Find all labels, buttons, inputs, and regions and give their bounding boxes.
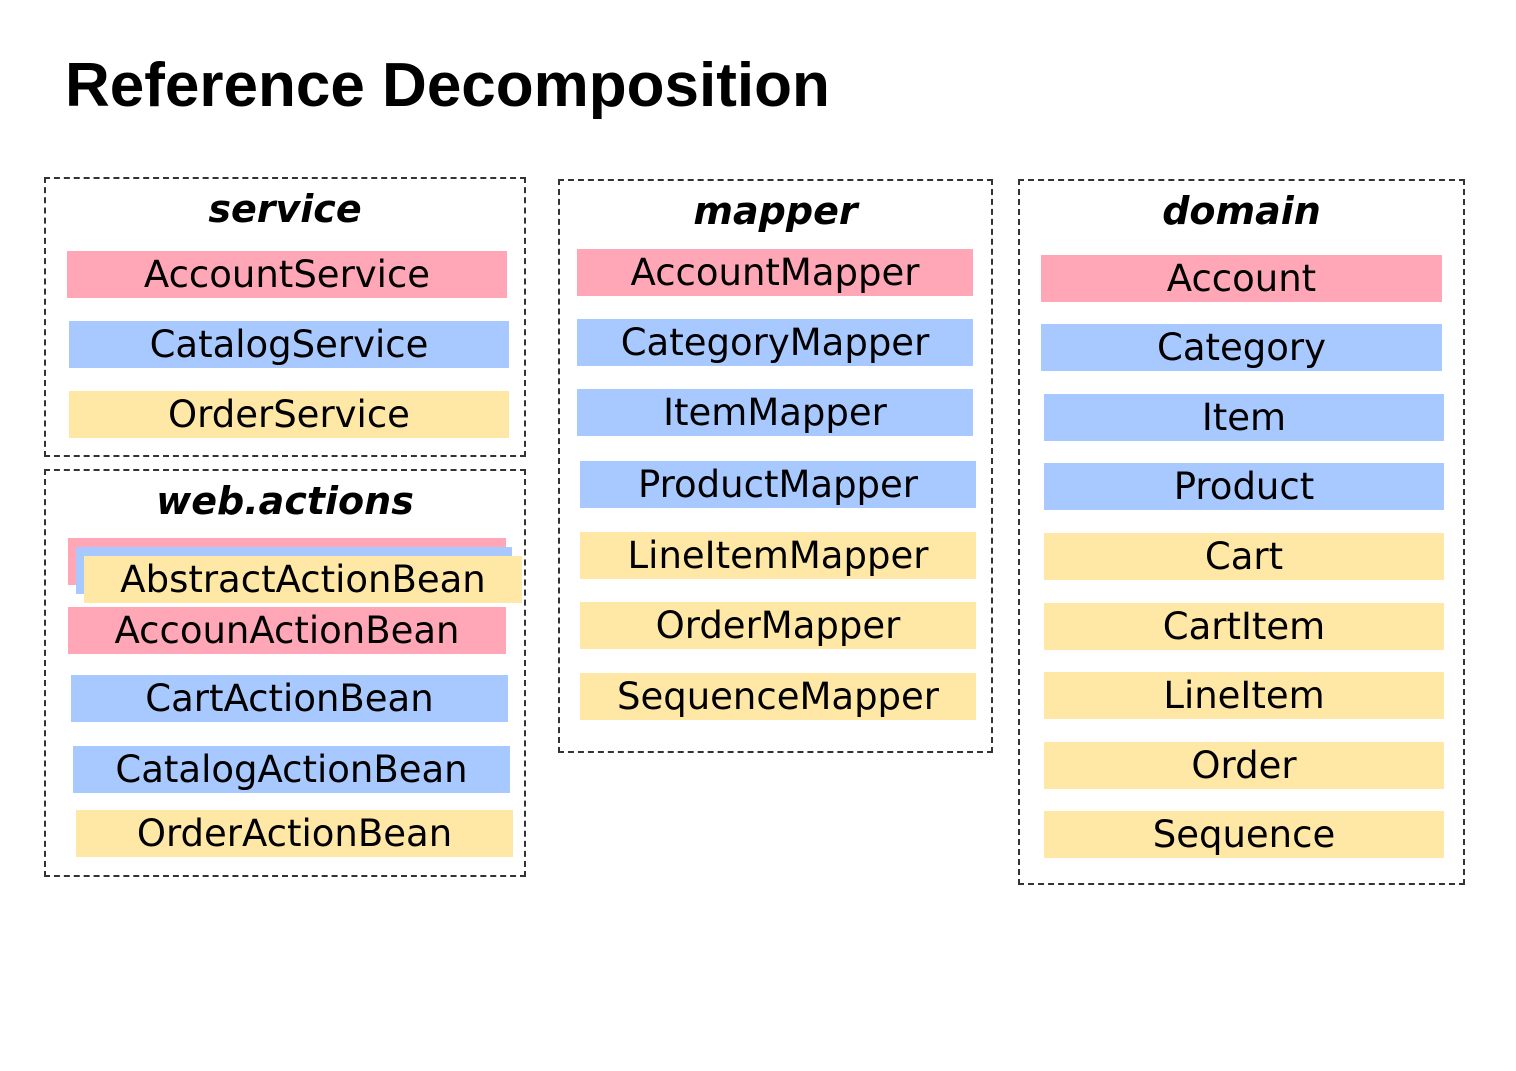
package-domain: domain Account Category Item Product Car… [1018, 179, 1465, 885]
class-order-action-bean: OrderActionBean [76, 810, 513, 857]
class-cart-action-bean: CartActionBean [71, 675, 508, 722]
class-accoun-action-bean: AccounActionBean [68, 607, 506, 654]
class-account-mapper: AccountMapper [577, 249, 973, 296]
class-order-service: OrderService [69, 391, 509, 438]
class-product-mapper: ProductMapper [580, 461, 976, 508]
class-item: Item [1044, 394, 1444, 441]
class-category-mapper: CategoryMapper [577, 319, 973, 366]
package-label-web-actions: web.actions [156, 479, 414, 523]
class-sequence-mapper: SequenceMapper [580, 673, 976, 720]
class-line-item-mapper: LineItemMapper [580, 532, 976, 579]
class-catalog-action-bean: CatalogActionBean [73, 746, 510, 793]
class-catalog-service: CatalogService [69, 321, 509, 368]
package-web-actions: web.actions AbstractActionBean AccounAct… [44, 469, 526, 877]
package-label-domain: domain [1162, 189, 1321, 233]
page-title: Reference Decomposition [65, 51, 830, 120]
class-sequence: Sequence [1044, 811, 1444, 858]
class-cart: Cart [1044, 533, 1444, 580]
class-item-mapper: ItemMapper [577, 389, 973, 436]
class-product: Product [1044, 463, 1444, 510]
class-account-service: AccountService [67, 251, 507, 298]
package-label-service: service [208, 187, 362, 231]
class-order: Order [1044, 742, 1444, 789]
class-cart-item: CartItem [1044, 603, 1444, 650]
class-category: Category [1041, 324, 1442, 371]
class-line-item: LineItem [1044, 672, 1444, 719]
class-account: Account [1041, 255, 1442, 302]
package-mapper: mapper AccountMapper CategoryMapper Item… [558, 179, 993, 753]
class-order-mapper: OrderMapper [580, 602, 976, 649]
package-service: service AccountService CatalogService Or… [44, 177, 526, 457]
package-label-mapper: mapper [693, 189, 858, 233]
class-abstract-action-bean: AbstractActionBean [84, 556, 522, 603]
